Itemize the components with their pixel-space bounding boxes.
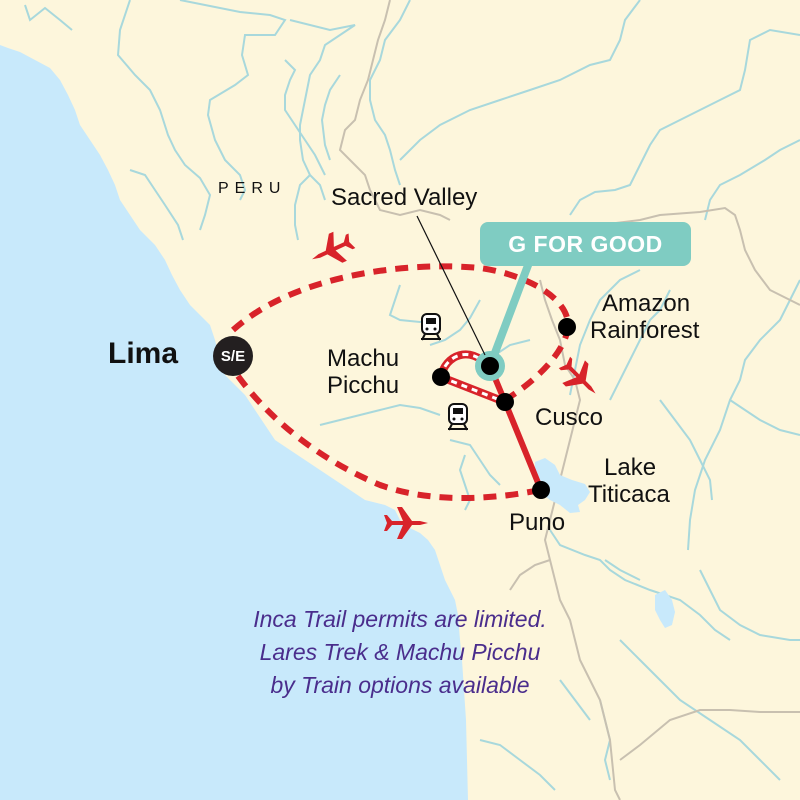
ground-route (487, 364, 544, 492)
rivers (24, 0, 800, 791)
train-icon (421, 313, 441, 341)
puno-dot (532, 481, 550, 499)
machu-picchu-line-2: Picchu (327, 371, 400, 399)
plane-icon (384, 507, 428, 539)
machu-picchu-dot (432, 368, 450, 386)
callout-stem (486, 258, 534, 368)
note-line-2: Lares Trek & Machu Picchu (259, 639, 541, 665)
amazon-line-1: Amazon (602, 290, 691, 317)
machu-picchu-label: Machu Picchu (327, 345, 400, 400)
plane-icon (558, 356, 596, 394)
country-label: PERU (218, 180, 287, 197)
g-for-good-callout: G FOR GOOD (480, 222, 691, 266)
lake-titicaca (535, 458, 590, 513)
sacred-valley-dot (481, 357, 499, 375)
plane-icon (312, 231, 356, 263)
titicaca-line-2: Titicaca (588, 480, 670, 508)
amazon-dot (558, 318, 576, 336)
titicaca-line-1: Lake (604, 454, 657, 481)
puno-label: Puno (509, 509, 566, 536)
sacred-valley-label: Sacred Valley (331, 184, 478, 211)
machu-picchu-line-1: Machu (327, 345, 400, 372)
note-line-3: by Train options available (270, 672, 530, 698)
lima-label: Lima (108, 337, 179, 370)
trip-note: Inca Trail permits are limited. Lares Tr… (190, 603, 610, 702)
lake-titicaca-label: Lake Titicaca (588, 454, 670, 509)
start-end-badge: S/E (213, 336, 253, 376)
note-line-1: Inca Trail permits are limited. (253, 606, 547, 632)
flight-route (231, 263, 572, 403)
borders (338, 0, 800, 800)
amazon-rainforest-label: Amazon Rainforest (590, 290, 700, 345)
train-icon (448, 403, 468, 431)
amazon-line-2: Rainforest (590, 316, 700, 344)
cusco-dot (496, 393, 514, 411)
sacred-valley-leader (416, 215, 486, 356)
cusco-label: Cusco (535, 404, 604, 431)
